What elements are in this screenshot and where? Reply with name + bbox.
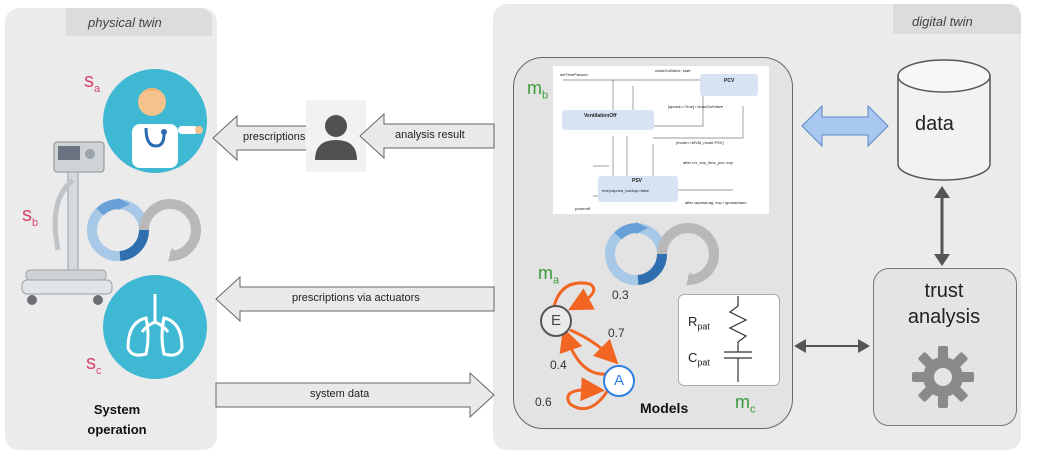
markov-prob-aa: 0.6 xyxy=(535,395,552,409)
symbol-sb: sb xyxy=(22,204,39,229)
cycle-loop-icon-digital xyxy=(605,222,719,286)
system-operation-label: System operation xyxy=(87,402,147,437)
markov-state-a: A xyxy=(603,365,635,397)
models-label: Models xyxy=(640,400,689,416)
state-psv-label: PSV xyxy=(632,178,643,184)
arrow-analysis-result-label: analysis result xyxy=(395,129,465,141)
symbol-ma: ma xyxy=(538,263,560,287)
gear-icon xyxy=(912,346,974,408)
arrow-prescriptions-actuators-label: prescriptions via actuators xyxy=(292,292,420,304)
circuit-diagram xyxy=(724,296,752,382)
digital-twin-title: digital twin xyxy=(912,14,973,29)
markov-edges xyxy=(552,281,619,411)
arrow-system-data xyxy=(215,371,495,419)
symbol-sc: sc xyxy=(86,352,102,377)
physical-twin-header xyxy=(66,8,212,36)
symbol-mb: mb xyxy=(527,78,549,102)
statechart-transition-1: setTimePaused xyxy=(560,72,588,77)
state-psv-entry: entry/apnea_backup=false xyxy=(602,188,650,193)
arrow-system-data-label: system data xyxy=(310,388,370,400)
circuit-resistor-label: Rpat xyxy=(688,314,710,332)
symbol-mc: mc xyxy=(735,392,756,416)
person-icon xyxy=(315,115,357,160)
cycle-loop-icon xyxy=(87,198,201,262)
state-pcv-label: PCV xyxy=(724,78,735,84)
markov-prob-ee: 0.3 xyxy=(612,288,629,302)
circuit-capacitor-label: Cpat xyxy=(688,350,710,368)
statechart-transition-4: [mode==MVM_mode.PSV] xyxy=(676,140,724,145)
markov-prob-ea: 0.7 xyxy=(608,326,625,340)
markov-prob-ae: 0.4 xyxy=(550,358,567,372)
statechart-transition-2: closeOutValve; start xyxy=(655,68,691,73)
doctor-icon xyxy=(103,69,207,173)
statechart-transition-5: after rr/r_exp_time_pcv; exp xyxy=(683,160,733,165)
statechart-transition-7: poweroff xyxy=(575,206,591,211)
data-sync-arrow xyxy=(801,104,889,148)
circuit-box xyxy=(678,294,780,386)
lungs-icon xyxy=(103,275,207,379)
data-trust-arrow xyxy=(934,186,950,266)
physical-twin-title: physical twin xyxy=(88,15,162,30)
digital-twin-header xyxy=(893,4,1021,34)
state-pcv xyxy=(700,74,758,96)
symbol-sa: sa xyxy=(84,70,101,95)
statechart-transition-6: after /apneaLag, exp / apneaAlarm xyxy=(685,200,747,205)
markov-state-e: E xyxy=(540,305,572,337)
trust-analysis-label: trust analysis xyxy=(907,280,981,328)
state-ventilation-off xyxy=(562,110,654,130)
arrow-prescriptions-actuators xyxy=(215,275,495,323)
database-icon xyxy=(897,59,991,181)
arrow-prescriptions-label: prescriptions xyxy=(243,131,306,143)
data-label: data xyxy=(915,113,954,135)
state-psv xyxy=(598,176,678,202)
arrow-analysis-result xyxy=(359,112,495,160)
models-trust-arrow xyxy=(794,339,870,353)
state-ventilation-off-label: VentilationOff xyxy=(584,113,617,119)
statechart-transition-3: [apnea==True] / closeOutValve xyxy=(668,104,723,109)
ventilator-icon xyxy=(21,141,113,305)
